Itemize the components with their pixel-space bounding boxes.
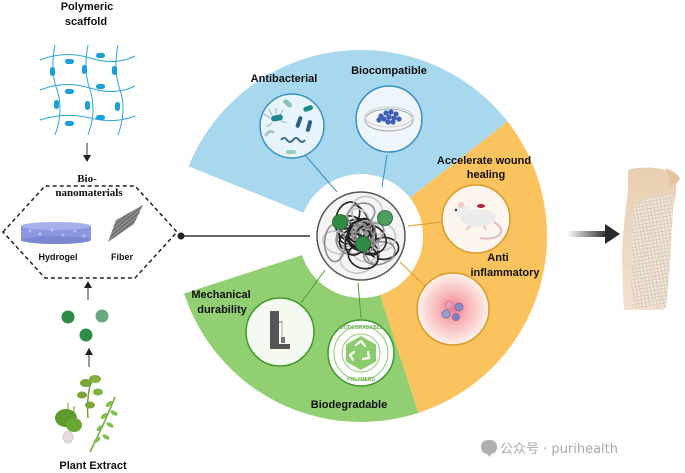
down-arrow-scaffold: [83, 143, 91, 162]
inflam-connector: [399, 261, 428, 289]
connector-dot: [177, 232, 185, 240]
biodegradable-badge-icon: BIODEGRADABLE POLYMERS: [327, 319, 395, 387]
connector-lines: [177, 154, 444, 319]
label-accelerate-line1: Accelerate wound: [437, 155, 531, 167]
inflammation-cells-icon: [416, 272, 490, 346]
polymer-strand: [346, 202, 376, 226]
label-mech-line1: Mechanical: [191, 289, 250, 301]
label-biocompatible: Biocompatible: [351, 65, 427, 77]
antibacterial-connector: [304, 154, 338, 193]
up-arrow-plant: [85, 348, 93, 367]
fiber-label: Fiber: [111, 252, 134, 262]
mouse-icon: [441, 184, 511, 254]
label-antibacterial: Antibacterial: [251, 73, 318, 85]
polymer-strand: [368, 236, 400, 261]
biocompatible-connector: [381, 154, 388, 188]
nanoparticle: [377, 210, 393, 226]
plant-extract-icon: [55, 375, 118, 453]
watermark: 公众号 · purihealth: [481, 440, 618, 457]
fiber-icon: [108, 205, 143, 242]
hexagon-title-line2: nanomaterials: [55, 187, 123, 199]
hydrogel-icon: [21, 222, 91, 244]
scaffold-title-line2: scaffold: [65, 16, 107, 28]
scaffold-title-line1: Polymeric: [61, 1, 114, 13]
label-anti-line1: Anti: [487, 252, 508, 264]
polymer-scaffold-icon: [39, 44, 136, 136]
label-accelerate-line2: healing: [467, 169, 506, 181]
badge-bottom-text: POLYMERS: [347, 377, 375, 383]
nanoparticles-icon: [61, 309, 109, 342]
plant-extract-label: Plant Extract: [59, 460, 127, 472]
mech-connector: [300, 269, 326, 304]
label-anti-line2: inflammatory: [470, 267, 540, 279]
polymer-strand: [362, 240, 396, 266]
petri-dish-icon: [355, 85, 423, 153]
bandaged-hand-image: [622, 167, 680, 310]
label-mech-line2: durability: [197, 304, 247, 316]
hydrogel-label: Hydrogel: [38, 252, 77, 262]
polymer-nanoball-icon: [316, 191, 406, 281]
tensile-tester-icon: [245, 297, 315, 367]
watermark-text: 公众号 · purihealth: [500, 442, 618, 457]
wound-connector: [407, 221, 444, 227]
bacteria-icon: [259, 93, 325, 159]
hexagon-title-line1: Bio-: [77, 173, 97, 185]
badge-top-text: BIODEGRADABLE: [339, 325, 384, 331]
biodeg-connector: [357, 282, 362, 319]
nanoparticle: [355, 236, 371, 252]
result-arrow: [567, 224, 620, 244]
label-biodegradable: Biodegradable: [311, 399, 387, 411]
wechat-icon: [481, 440, 497, 457]
up-arrow-nanoparticles: [84, 281, 92, 300]
nanoparticle: [332, 214, 348, 230]
ring-segment-blue: [188, 49, 508, 215]
bionanomaterials-hexagon: [1, 185, 179, 279]
ring-segment-orange: [378, 121, 548, 413]
